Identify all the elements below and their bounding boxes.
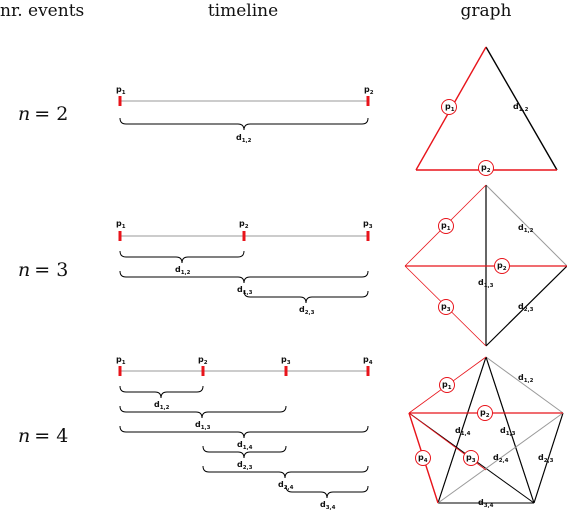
node-label: p4 <box>418 453 428 464</box>
event-marker <box>118 366 122 376</box>
event-marker <box>366 96 370 106</box>
interval-brace <box>119 425 369 439</box>
graph-node <box>441 99 457 115</box>
interval-brace <box>119 270 369 284</box>
interval-label: d3,4 <box>320 500 336 511</box>
graph-node <box>477 405 493 421</box>
row-label-n3: n= 3 <box>18 259 68 281</box>
interval-label: d1,2 <box>154 400 170 411</box>
event-label: p1 <box>116 85 126 96</box>
event-marker <box>201 366 205 376</box>
interval-brace <box>119 405 287 419</box>
graph-node <box>438 218 454 234</box>
graph-node <box>463 450 479 466</box>
edge-label: d1,4 <box>455 426 471 437</box>
edge-label: d1,2 <box>518 223 534 234</box>
event-marker <box>284 366 288 376</box>
graph-node <box>494 258 510 274</box>
event-label: p3 <box>281 355 291 366</box>
interval-label: d1,2 <box>175 265 191 276</box>
node-label: p3 <box>466 453 476 464</box>
graph-node <box>415 450 431 466</box>
node-label: p3 <box>441 302 451 313</box>
interval-brace <box>202 445 287 459</box>
timeline-n3: p1 p2 p3 d1,2 d1,3 d2,3 <box>116 219 373 316</box>
event-label: p4 <box>363 355 373 366</box>
interval-brace <box>119 117 369 131</box>
row-label-n2: n= 2 <box>18 103 68 125</box>
graph-edge <box>485 265 567 347</box>
graph-n2: d1,2 p1 p2 <box>415 46 558 176</box>
graph-node <box>438 299 454 315</box>
header-events: nr. events <box>0 1 84 21</box>
edge-label: d2,3 <box>538 453 554 464</box>
node-label: p1 <box>445 102 455 113</box>
event-marker <box>118 231 122 241</box>
node-label: p2 <box>480 408 490 419</box>
timeline-n4: p1 p2 p3 p4 d1,2 d1,3 d1,4 d2,3 d2,4 d3,… <box>116 355 373 511</box>
event-marker <box>366 366 370 376</box>
graph-node <box>439 377 455 393</box>
interval-brace <box>202 465 369 479</box>
timeline-n2: p1 p2 d1,2 <box>116 85 374 144</box>
interval-brace <box>243 290 369 304</box>
event-label: p3 <box>363 219 373 230</box>
event-label: p2 <box>239 219 249 230</box>
event-label: p1 <box>116 219 126 230</box>
node-label: p1 <box>442 380 452 391</box>
graph-edge <box>485 184 567 267</box>
edge-label: d2,3 <box>518 302 534 313</box>
node-label: p2 <box>481 163 491 174</box>
edge-label: d1,3 <box>500 426 516 437</box>
graph-n3: d1,2 d1,3 d2,3 p1 p2 p3 <box>404 184 567 347</box>
interval-label: d2,3 <box>299 305 315 316</box>
edge-label: d1,3 <box>478 278 494 289</box>
graph-edge <box>485 46 558 171</box>
event-marker <box>366 231 370 241</box>
graph-node <box>478 160 494 176</box>
header-graph: graph <box>461 1 512 21</box>
graph-edge <box>437 356 487 504</box>
edge-label: d1,2 <box>518 373 534 384</box>
node-label: p1 <box>441 221 451 232</box>
interval-label: d1,2 <box>236 133 252 144</box>
graph-n4: d1,2 d1,3 d1,4 d2,3 d2,4 d3,4 p1 p2 p3 p… <box>408 356 564 509</box>
node-label: p2 <box>497 261 507 272</box>
event-label: p1 <box>116 355 126 366</box>
edge-label: d1,2 <box>513 102 529 113</box>
interval-brace <box>119 250 245 264</box>
interval-label: d1,3 <box>237 285 253 296</box>
row-label-n4: n= 4 <box>18 425 68 447</box>
header-timeline: timeline <box>208 1 278 21</box>
interval-label: d2,3 <box>237 460 253 471</box>
graph-edge <box>485 356 564 414</box>
event-label: p2 <box>198 355 208 366</box>
interval-brace <box>119 385 204 399</box>
event-marker <box>242 231 246 241</box>
edge-label: d3,4 <box>478 498 494 509</box>
event-marker <box>118 96 122 106</box>
interval-label: d1,4 <box>237 440 253 451</box>
event-label: p2 <box>364 85 374 96</box>
edge-label: d2,4 <box>493 453 509 464</box>
graph-edge <box>533 412 564 504</box>
interval-label: d1,3 <box>195 420 211 431</box>
interval-label: d2,4 <box>278 480 294 491</box>
interval-brace <box>285 485 369 499</box>
graph-edge <box>485 356 535 504</box>
graph-edge <box>437 412 564 504</box>
